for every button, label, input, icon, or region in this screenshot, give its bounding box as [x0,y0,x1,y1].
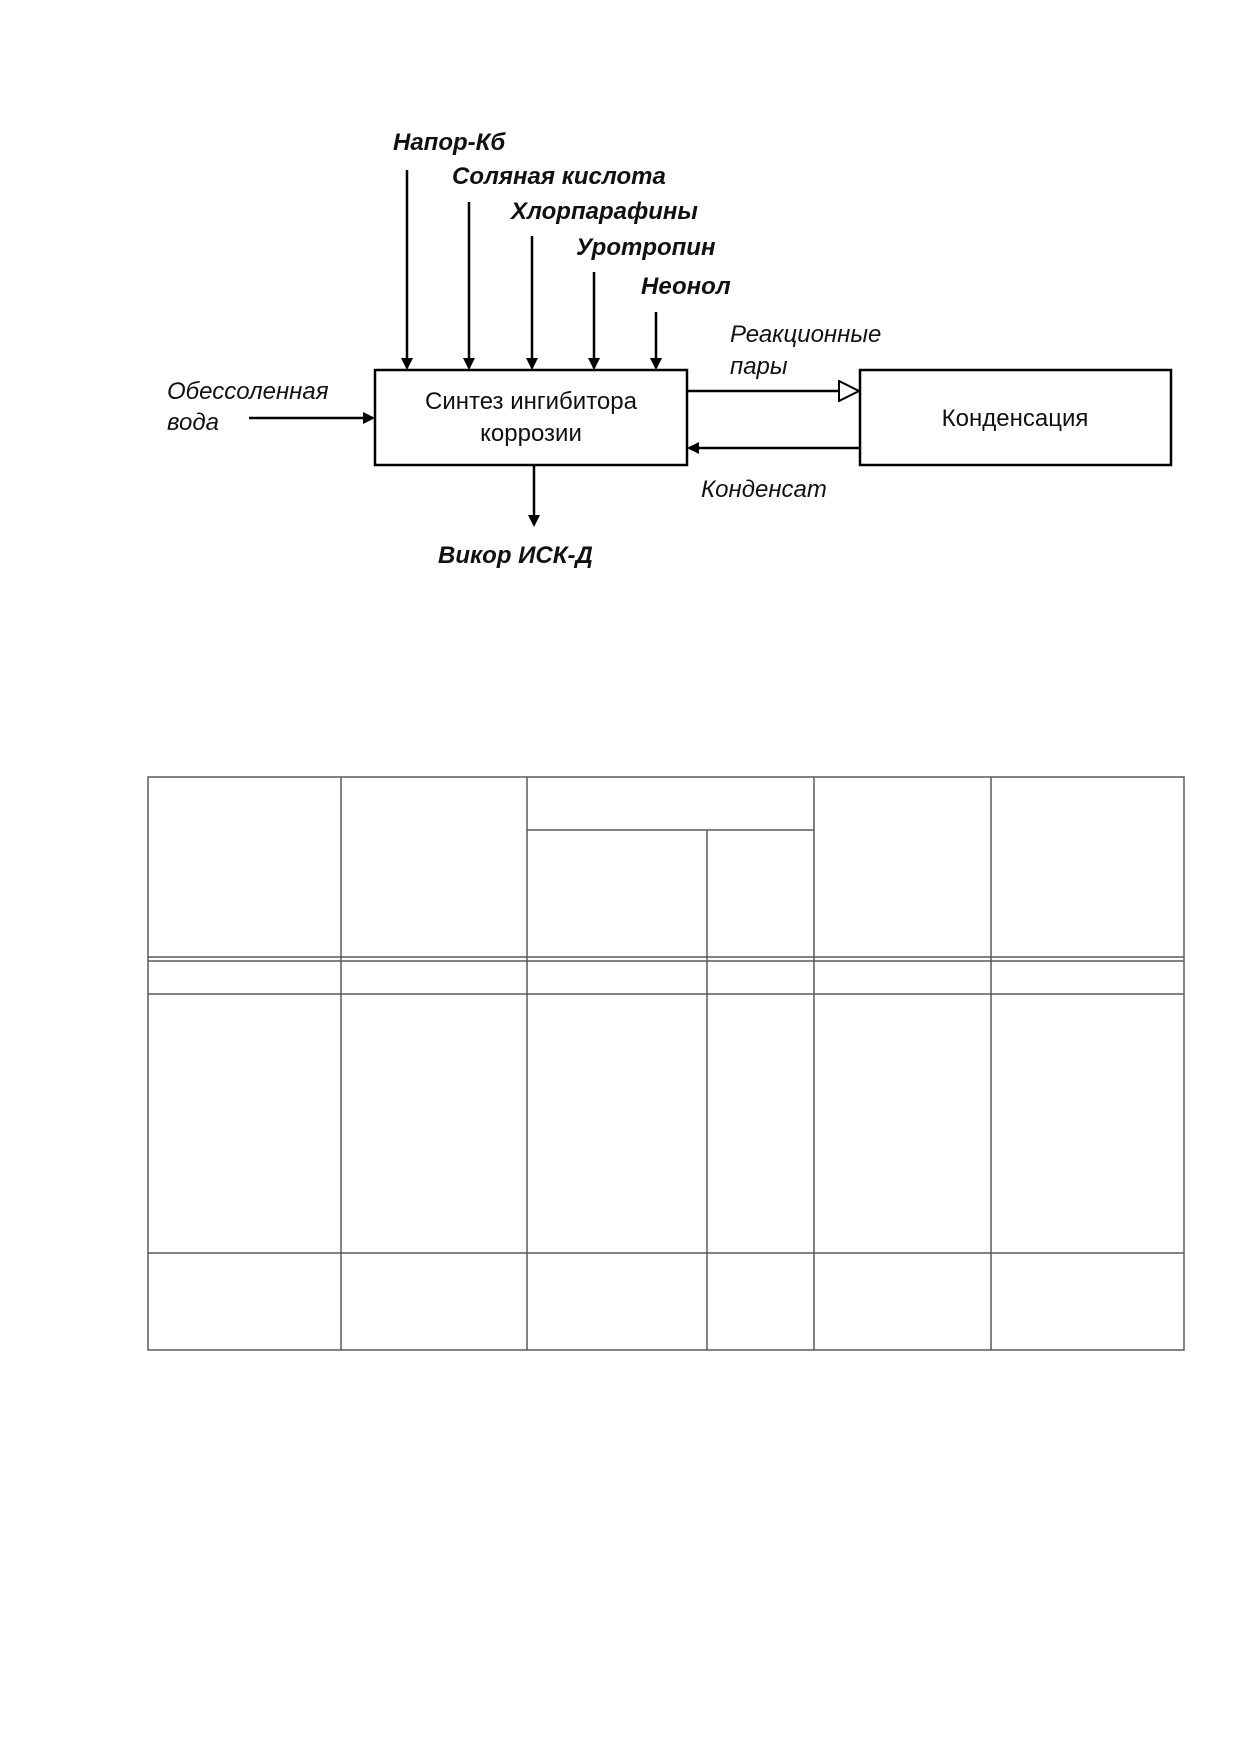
input-label-neonol: Неонол [641,273,731,300]
input-label-desalted-water-line2: вода [167,409,219,436]
input-label-chloroparaffins: Хлорпарафины [509,198,698,225]
input-label-urotropin: Уротропин [576,234,716,261]
input-label-napor-kb: Напор-Кб [393,129,506,156]
input-label-desalted-water-line1: Обессоленная [167,378,329,405]
vapors-label-line1: Реакционные [730,321,881,348]
process-box-label-line1: Синтез ингибитора [425,388,638,415]
condensation-box [858,368,1173,467]
input-label-hydrochloric-acid: Соляная кислота [452,163,666,190]
table-outer-border [147,776,1185,1351]
process-box-inhibitor-synthesis [373,368,689,467]
process-flow-diagram: Напор-Кб Соляная кислота Хлорпарафины Ур… [167,129,1173,569]
process-box-label-line2: коррозии [480,420,582,447]
output-label-vikor-isk-d: Викор ИСК-Д [438,542,593,569]
condensation-box-label: Конденсация [942,405,1089,432]
vapors-label-line2: пары [730,353,788,380]
condensate-label: Конденсат [701,476,827,503]
empty-table [147,776,1185,1351]
